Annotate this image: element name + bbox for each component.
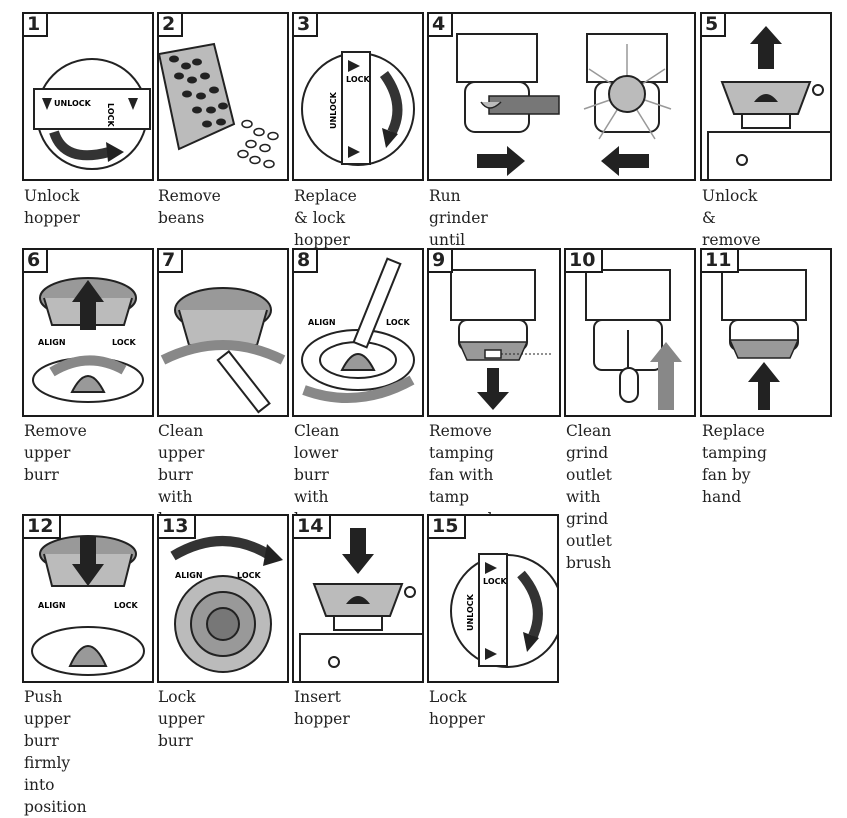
upper-burr-remove-icon: ALIGN LOCK	[32, 277, 144, 403]
svg-text:UNLOCK: UNLOCK	[54, 99, 92, 108]
step-4-illustration: 4	[427, 12, 696, 181]
svg-text:ALIGN: ALIGN	[308, 318, 336, 327]
step-number: 15	[429, 516, 467, 539]
svg-text:LOCK: LOCK	[114, 601, 138, 610]
step-number: 6	[24, 250, 49, 273]
step-number: 4	[429, 14, 454, 37]
lower-burr-brush-icon: ALIGN LOCK	[301, 257, 415, 403]
step-number: 1	[24, 14, 49, 37]
step-13-illustration: 13 ALIGN LOCK	[157, 514, 289, 683]
svg-text:LOCK: LOCK	[346, 75, 370, 84]
step-6-illustration: 6 ALIGN LOCK	[22, 248, 154, 417]
step-10-illustration: 10	[564, 248, 696, 417]
step-11-illustration: 11	[700, 248, 832, 417]
step-1-illustration: 1 UNLOCK LOCK	[22, 12, 154, 181]
step-number: 8	[294, 250, 319, 273]
upper-burr-push-icon: ALIGN LOCK	[31, 535, 145, 676]
svg-text:LOCK: LOCK	[386, 318, 410, 327]
coffee-beans-icon	[159, 42, 279, 169]
step-caption: Lock hopper	[429, 688, 485, 728]
step-caption: Push upper burr firmly into position	[24, 688, 87, 816]
tamping-fan-replace-icon	[721, 269, 807, 410]
step-2-illustration: 2	[157, 12, 289, 181]
svg-text:UNLOCK: UNLOCK	[466, 593, 475, 631]
step-number: 11	[702, 250, 740, 273]
step-number: 13	[159, 516, 197, 539]
step-number: 10	[566, 250, 604, 273]
step-number: 2	[159, 14, 184, 37]
step-caption: Remove beans	[158, 187, 221, 227]
tamping-fan-remove-icon	[450, 269, 553, 410]
step-7-illustration: 7	[157, 248, 289, 417]
step-15-illustration: 15 LOCK UNLOCK	[427, 514, 559, 683]
svg-text:UNLOCK: UNLOCK	[329, 91, 338, 129]
upper-burr-lock-icon: ALIGN LOCK	[170, 536, 283, 673]
step-8-illustration: 8 ALIGN LOCK	[292, 248, 424, 417]
step-number: 12	[24, 516, 62, 539]
grind-outlet-brush-icon	[585, 269, 682, 410]
svg-text:LOCK: LOCK	[106, 103, 115, 127]
svg-text:LOCK: LOCK	[483, 577, 507, 586]
step-number: 7	[159, 250, 184, 273]
step-caption: Remove upper burr	[24, 422, 87, 484]
step-number: 9	[429, 250, 454, 273]
hopper-remove-icon	[707, 26, 830, 179]
step-caption: Clean grind outlet with grind outlet bru…	[566, 422, 612, 572]
step-caption: Run grinder until empty	[429, 187, 488, 271]
svg-text:ALIGN: ALIGN	[38, 338, 66, 347]
svg-text:LOCK: LOCK	[112, 338, 136, 347]
step-caption: Insert hopper	[294, 688, 350, 728]
step-number: 5	[702, 14, 727, 37]
svg-text:LOCK: LOCK	[237, 571, 261, 580]
hopper-dial-icon: LOCK UNLOCK	[301, 51, 415, 166]
svg-text:ALIGN: ALIGN	[175, 571, 203, 580]
step-12-illustration: 12 ALIGN LOCK	[22, 514, 154, 683]
upper-burr-brush-icon	[160, 287, 286, 414]
hopper-dial-icon: LOCK UNLOCK	[450, 553, 557, 668]
step-caption: Lock upper burr	[158, 688, 205, 750]
grinder-run-icon	[456, 33, 672, 176]
step-3-illustration: 3 LOCK UNLOCK	[292, 12, 424, 181]
hopper-insert-icon	[299, 528, 422, 681]
svg-text:ALIGN: ALIGN	[38, 601, 66, 610]
step-number: 3	[294, 14, 319, 37]
step-caption: Replace tamping fan by hand	[702, 422, 767, 506]
step-9-illustration: 9	[427, 248, 561, 417]
hopper-dial-icon: UNLOCK LOCK	[33, 58, 151, 170]
step-5-illustration: 5	[700, 12, 832, 181]
step-14-illustration: 14	[292, 514, 424, 683]
step-caption: Unlock hopper	[24, 187, 80, 227]
step-caption: Replace & lock hopper	[294, 187, 357, 249]
step-number: 14	[294, 516, 332, 539]
